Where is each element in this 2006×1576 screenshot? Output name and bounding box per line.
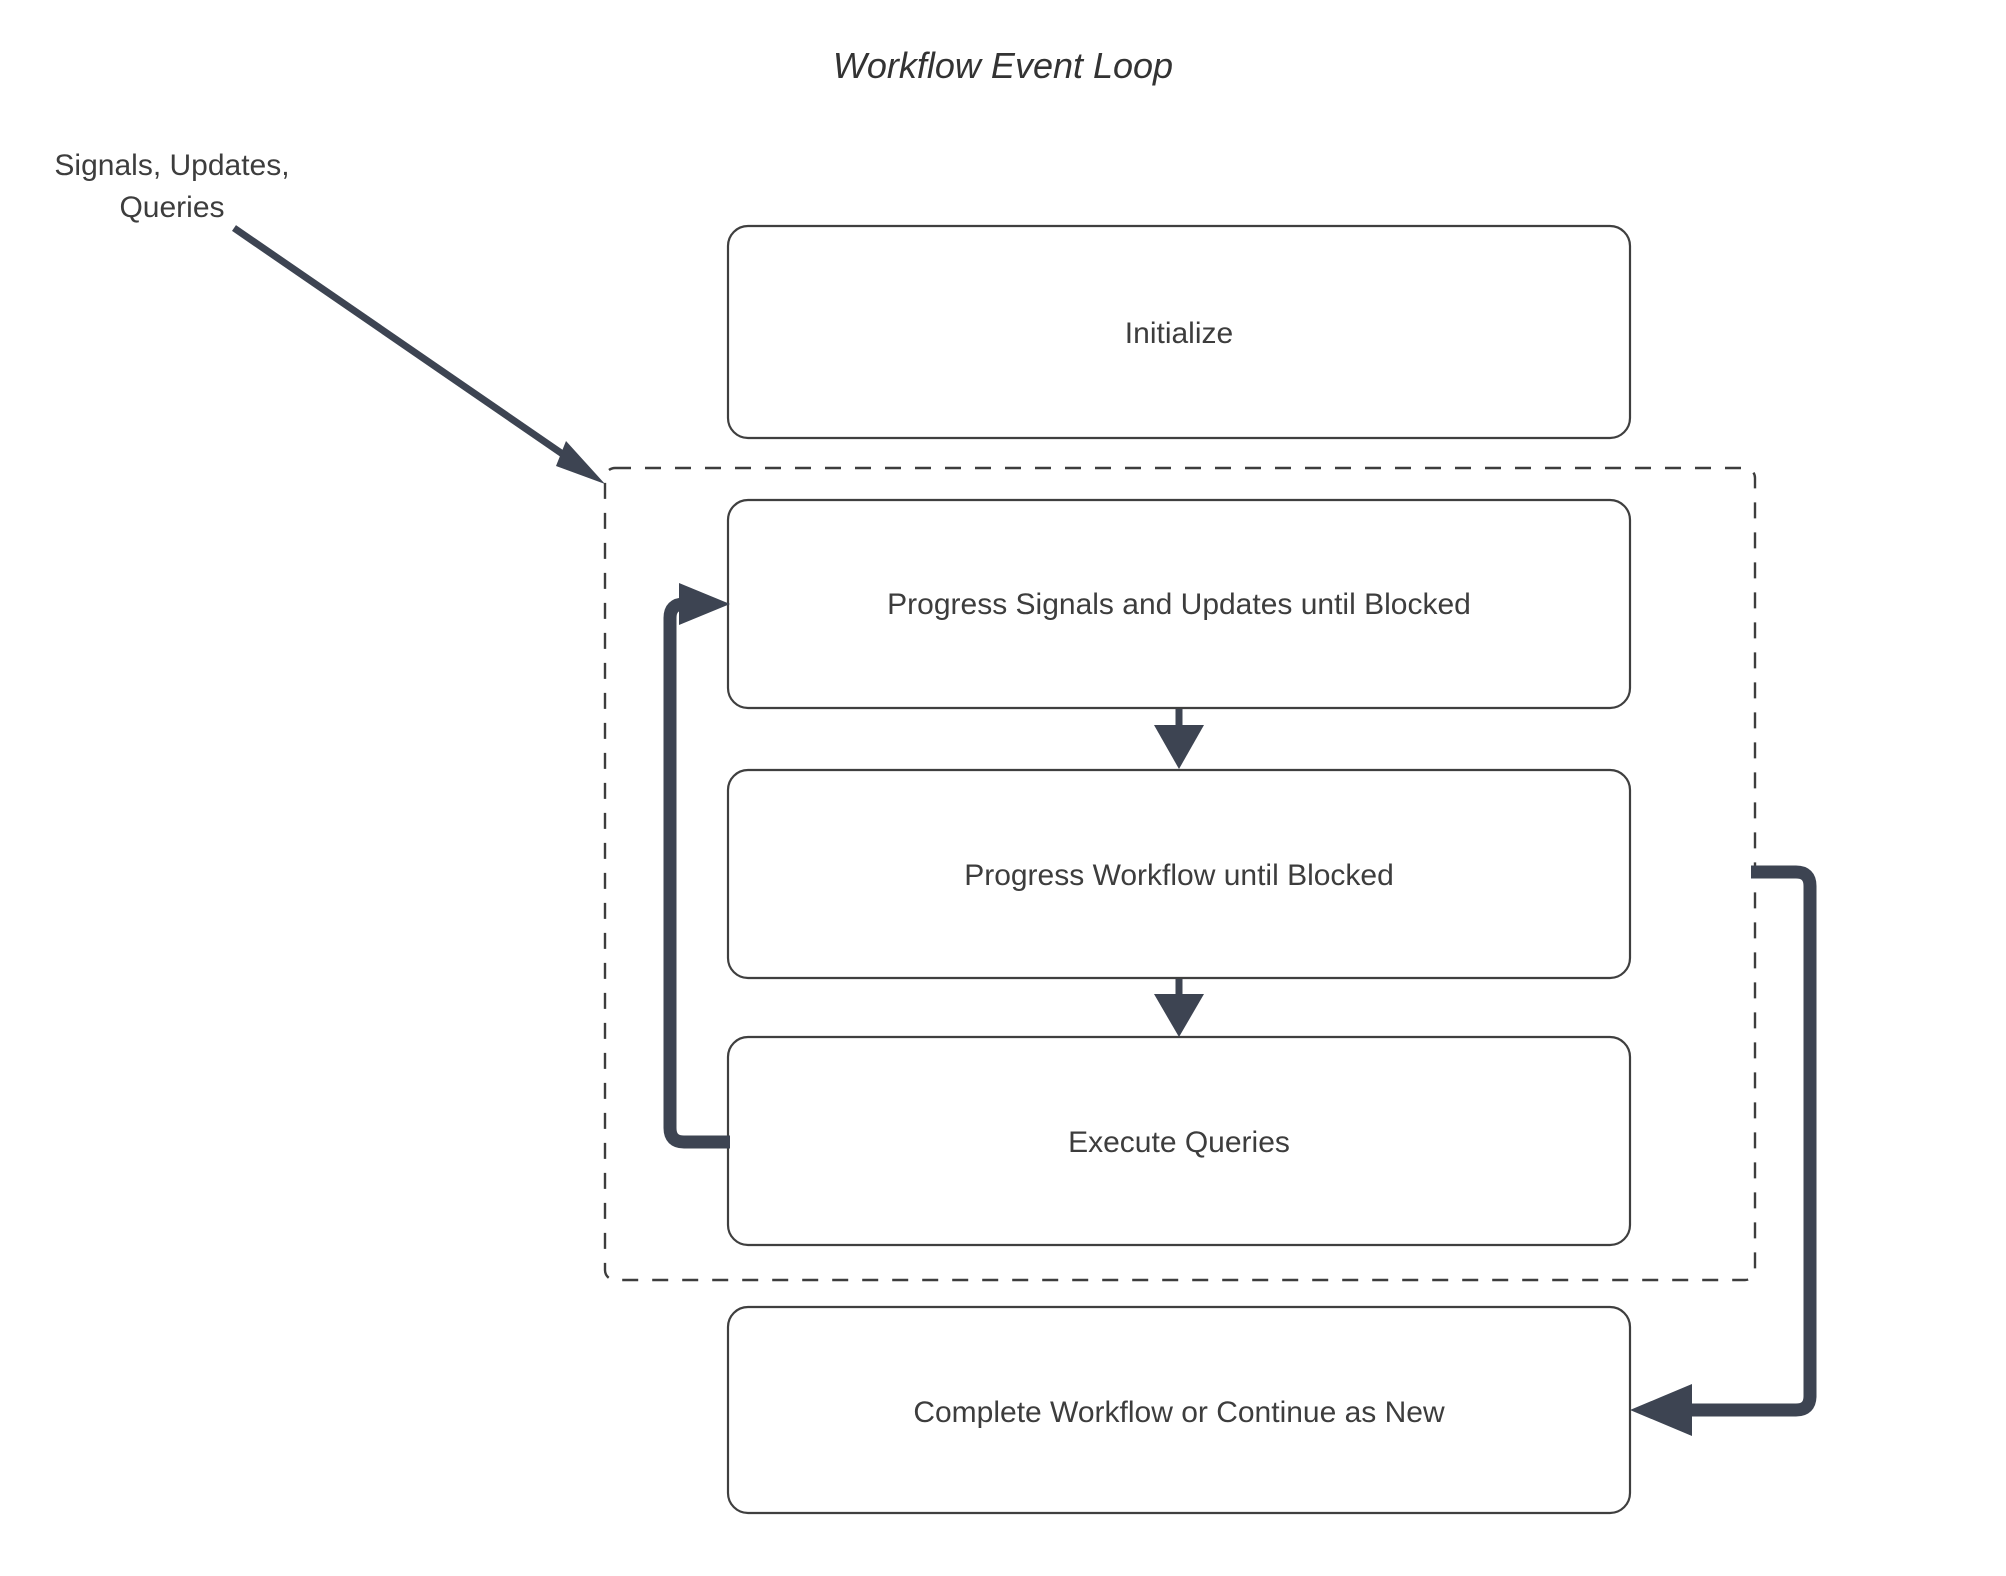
node-initialize[interactable]: Initialize (726, 224, 1632, 440)
node-initialize-label: Initialize (1125, 317, 1233, 350)
edge-event-loop-to-complete-workflow (1630, 865, 1817, 1436)
edge-execute-queries-to-progress-signals (663, 583, 730, 1149)
node-complete-workflow[interactable]: Complete Workflow or Continue as New (726, 1305, 1632, 1515)
node-progress-signals-label: Progress Signals and Updates until Block… (887, 588, 1471, 621)
diagram-title: Workflow Event Loop (833, 45, 1173, 86)
node-complete-workflow-label: Complete Workflow or Continue as New (913, 1396, 1445, 1429)
node-initialize-box (726, 224, 1632, 440)
edge-label-signals-line1: Signals, Updates, (54, 149, 289, 182)
edge-progress-workflow-to-execute-queries (1154, 979, 1204, 1037)
node-progress-workflow[interactable]: Progress Workflow until Blocked (726, 768, 1632, 980)
node-progress-workflow-label: Progress Workflow until Blocked (964, 859, 1394, 892)
node-progress-workflow-box (726, 768, 1632, 980)
edge-label-signals-line2: Queries (119, 191, 224, 224)
node-execute-queries[interactable]: Execute Queries (726, 1035, 1632, 1247)
edge-progress-signals-to-progress-workflow (1154, 709, 1204, 769)
node-progress-signals[interactable]: Progress Signals and Updates until Block… (726, 498, 1632, 710)
edge-signals-to-event-loop (232, 225, 605, 484)
node-execute-queries-label: Execute Queries (1068, 1126, 1290, 1159)
